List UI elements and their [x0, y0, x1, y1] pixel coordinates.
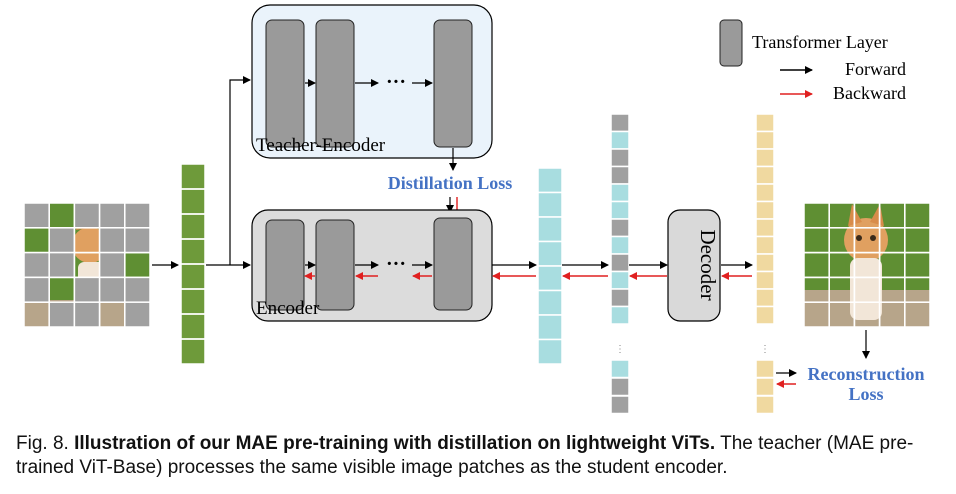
teacher-layer-2	[315, 19, 355, 148]
mask-token	[610, 288, 630, 308]
masked-patch	[124, 227, 151, 254]
masked-patch	[48, 251, 76, 279]
latent-token	[537, 338, 563, 365]
latent-token	[610, 183, 630, 203]
decoder-output-column: ⋮	[755, 113, 775, 415]
reconstruction-arrows	[776, 369, 797, 388]
caption-bold: Illustration of our MAE pre-training wit…	[74, 433, 716, 454]
latent-token	[537, 240, 563, 267]
mask-token	[610, 253, 630, 273]
output-token	[755, 235, 775, 255]
teacher-layer-1	[265, 19, 305, 148]
reconstructed-image	[803, 202, 931, 328]
output-token	[755, 377, 775, 397]
masked-input-image	[23, 202, 151, 328]
mask-token	[610, 218, 630, 238]
arrows-latent-full	[562, 261, 609, 280]
mask-token	[610, 395, 630, 415]
caption-text: The teacher (MAE pre-trained ViT-Base) p…	[16, 433, 914, 478]
output-token	[755, 113, 775, 133]
latent-token	[610, 130, 630, 150]
masked-patch	[23, 251, 50, 279]
masked-patch	[98, 251, 126, 279]
masked-patch	[98, 227, 126, 254]
encoder-layer-2	[315, 219, 355, 311]
output-token	[755, 148, 775, 168]
split-arrows	[206, 76, 251, 269]
legend-layer-swatch	[719, 19, 743, 67]
output-token	[755, 359, 775, 379]
encoder-label: Encoder	[256, 298, 320, 319]
teacher-encoder-label: Teacher-Encoder	[256, 135, 386, 156]
teacher-encoder-block: ··· Teacher-Encoder	[251, 4, 493, 159]
reconstruction-loss-label-1: Reconstruction	[808, 364, 925, 384]
distillation-loss-label: Distillation Loss	[388, 173, 513, 193]
latent-token	[610, 305, 630, 325]
teacher-ellipsis: ···	[386, 71, 406, 93]
masked-patch	[124, 202, 151, 229]
latent-token	[537, 314, 563, 341]
output-token	[755, 253, 775, 273]
latent-token	[610, 270, 630, 290]
encoder-layer-1	[265, 219, 305, 311]
encoder-layer-n	[433, 217, 473, 311]
latent-token	[610, 359, 630, 379]
latent-token	[610, 200, 630, 220]
masked-patch	[124, 301, 151, 328]
output-token	[755, 270, 775, 290]
output-token	[755, 395, 775, 415]
caption-prefix: Fig. 8.	[16, 433, 69, 454]
masked-patch	[48, 227, 76, 254]
patch-cell	[180, 338, 206, 365]
legend-forward-label: Forward	[845, 59, 906, 79]
masked-patch	[73, 276, 101, 303]
masked-patch	[23, 276, 50, 303]
latent-token	[537, 289, 563, 316]
latent-token	[537, 265, 563, 292]
masked-patch	[48, 301, 76, 328]
column-ellipsis: ⋮	[760, 344, 770, 355]
decoder-block: Decoder	[667, 209, 721, 322]
mask-token	[610, 377, 630, 397]
latent-token	[537, 167, 563, 194]
recon-patch	[904, 301, 931, 328]
output-token	[755, 183, 775, 203]
output-token	[755, 305, 775, 325]
masked-patch	[23, 202, 50, 229]
mask-token	[610, 165, 630, 185]
latent-tokens-column	[537, 167, 563, 365]
masked-patch	[98, 276, 126, 303]
latent-token	[537, 216, 563, 243]
arrows-decoder-output	[721, 261, 753, 280]
arrows-full-decoder	[629, 261, 668, 280]
masked-patch	[98, 202, 126, 229]
full-tokens-column: ⋮	[610, 113, 630, 415]
mask-token	[610, 113, 630, 133]
output-token	[755, 165, 775, 185]
latent-token	[537, 191, 563, 218]
reconstruction-loss-label-2: Loss	[848, 384, 883, 404]
masked-patch	[73, 202, 101, 229]
output-token	[755, 288, 775, 308]
encoder-block: ··· Encoder	[251, 209, 493, 322]
output-token	[755, 218, 775, 238]
decoder-label: Decoder	[696, 229, 720, 300]
output-token	[755, 200, 775, 220]
legend: Transformer Layer Forward Backward	[719, 19, 906, 103]
masked-patch	[73, 301, 101, 328]
legend-layer-label: Transformer Layer	[752, 32, 888, 52]
arrows-encoder-latent	[492, 261, 537, 280]
legend-backward-label: Backward	[833, 83, 906, 103]
figure-caption: Fig. 8. Illustration of our MAE pre-trai…	[16, 432, 946, 480]
masked-patch	[124, 276, 151, 303]
output-token	[755, 130, 775, 150]
teacher-layer-n	[433, 19, 473, 148]
latent-token	[610, 235, 630, 255]
column-ellipsis: ⋮	[615, 344, 625, 355]
visible-patches-column	[180, 163, 206, 365]
mask-token	[610, 148, 630, 168]
encoder-ellipsis: ···	[386, 253, 406, 275]
